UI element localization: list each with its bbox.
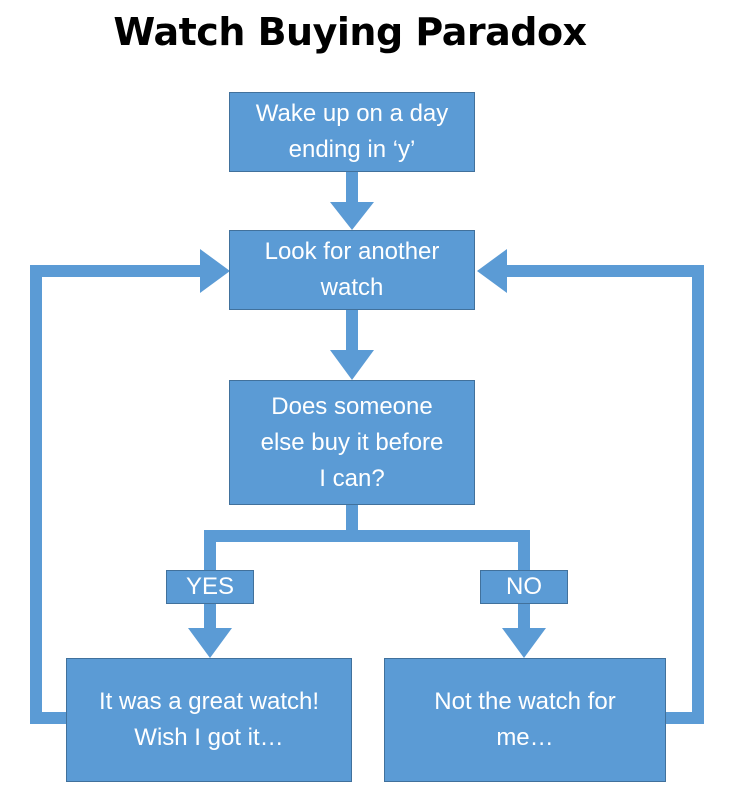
arrowhead-right-loop (477, 249, 507, 293)
yes-label: YES (166, 570, 254, 604)
diagram-title: Watch Buying Paradox (113, 10, 587, 54)
look-for-watch-node: Look for another watch (229, 230, 475, 310)
no-result-node: Not the watch for me… (384, 658, 666, 782)
yes-result-node: It was a great watch! Wish I got it… (66, 658, 352, 782)
arrowhead-decision (330, 350, 374, 380)
arrowhead-no-result (502, 628, 546, 658)
connector-decision-split (204, 505, 358, 570)
decision-node: Does someone else buy it before I can? (229, 380, 475, 505)
arrowhead-look (330, 202, 374, 230)
arrowhead-yes-result (188, 628, 232, 658)
start-node: Wake up on a day ending in ‘y’ (229, 92, 475, 172)
loop-yes-to-look (30, 265, 205, 724)
loop-no-to-look (502, 265, 704, 724)
no-label: NO (480, 570, 568, 604)
arrowhead-left-loop (200, 249, 230, 293)
connector-decision-split-right (352, 530, 530, 570)
